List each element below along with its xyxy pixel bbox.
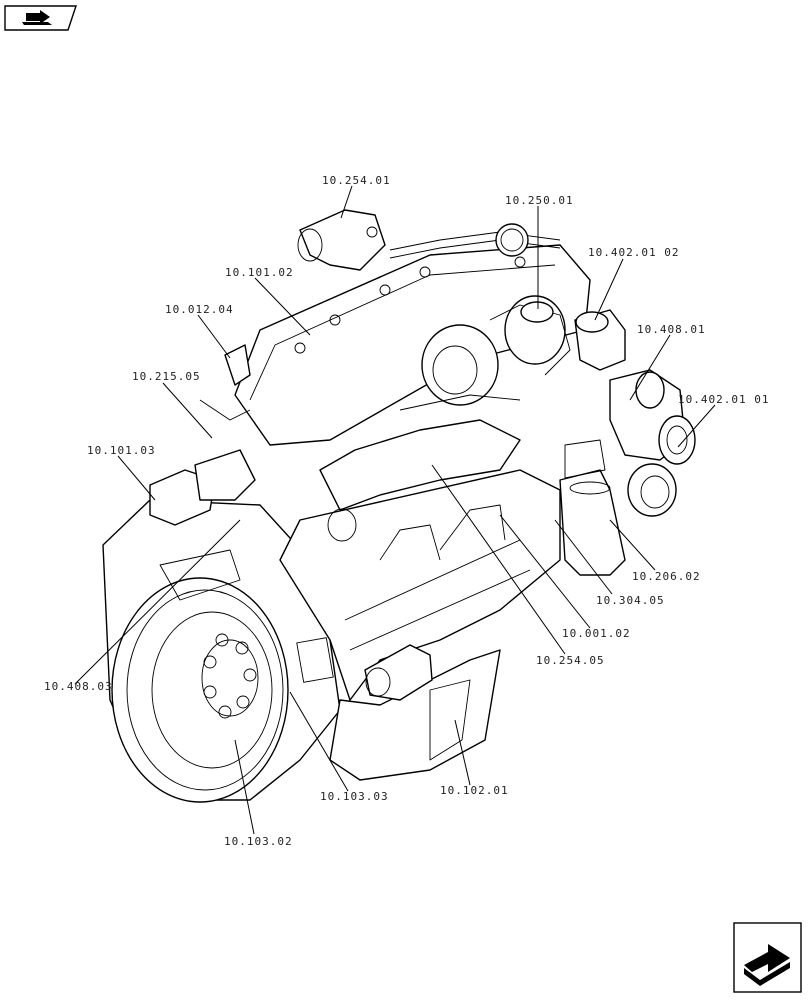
callout-label[interactable]: 10.103.02 [224, 835, 293, 848]
callout-label[interactable]: 10.254.05 [536, 654, 605, 667]
callout-label[interactable]: 10.001.02 [562, 627, 631, 640]
callout-label[interactable]: 10.012.04 [165, 303, 234, 316]
callout-label[interactable]: 10.408.03 [44, 680, 113, 693]
callout-labels: 10.254.01 10.250.01 10.402.01 02 10.101.… [44, 174, 769, 848]
callout-label[interactable]: 10.101.02 [225, 266, 294, 279]
callout-label[interactable]: 10.101.03 [87, 444, 156, 457]
leader-lines [74, 185, 716, 835]
callout-label[interactable]: 10.304.05 [596, 594, 665, 607]
callout-label[interactable]: 10.408.01 [637, 323, 706, 336]
callout-label[interactable]: 10.402.01 01 [678, 393, 769, 406]
next-page-arrow-icon[interactable] [733, 922, 802, 993]
callout-label[interactable]: 10.102.01 [440, 784, 509, 797]
callout-label[interactable]: 10.254.01 [322, 174, 391, 187]
engine-illustration [102, 209, 696, 803]
callout-label[interactable]: 10.250.01 [505, 194, 574, 207]
callout-label[interactable]: 10.402.01 02 [588, 246, 679, 259]
callout-label[interactable]: 10.206.02 [632, 570, 701, 583]
book-arrow-icon[interactable] [4, 5, 77, 31]
callout-label[interactable]: 10.103.03 [320, 790, 389, 803]
callout-label[interactable]: 10.215.05 [132, 370, 201, 383]
